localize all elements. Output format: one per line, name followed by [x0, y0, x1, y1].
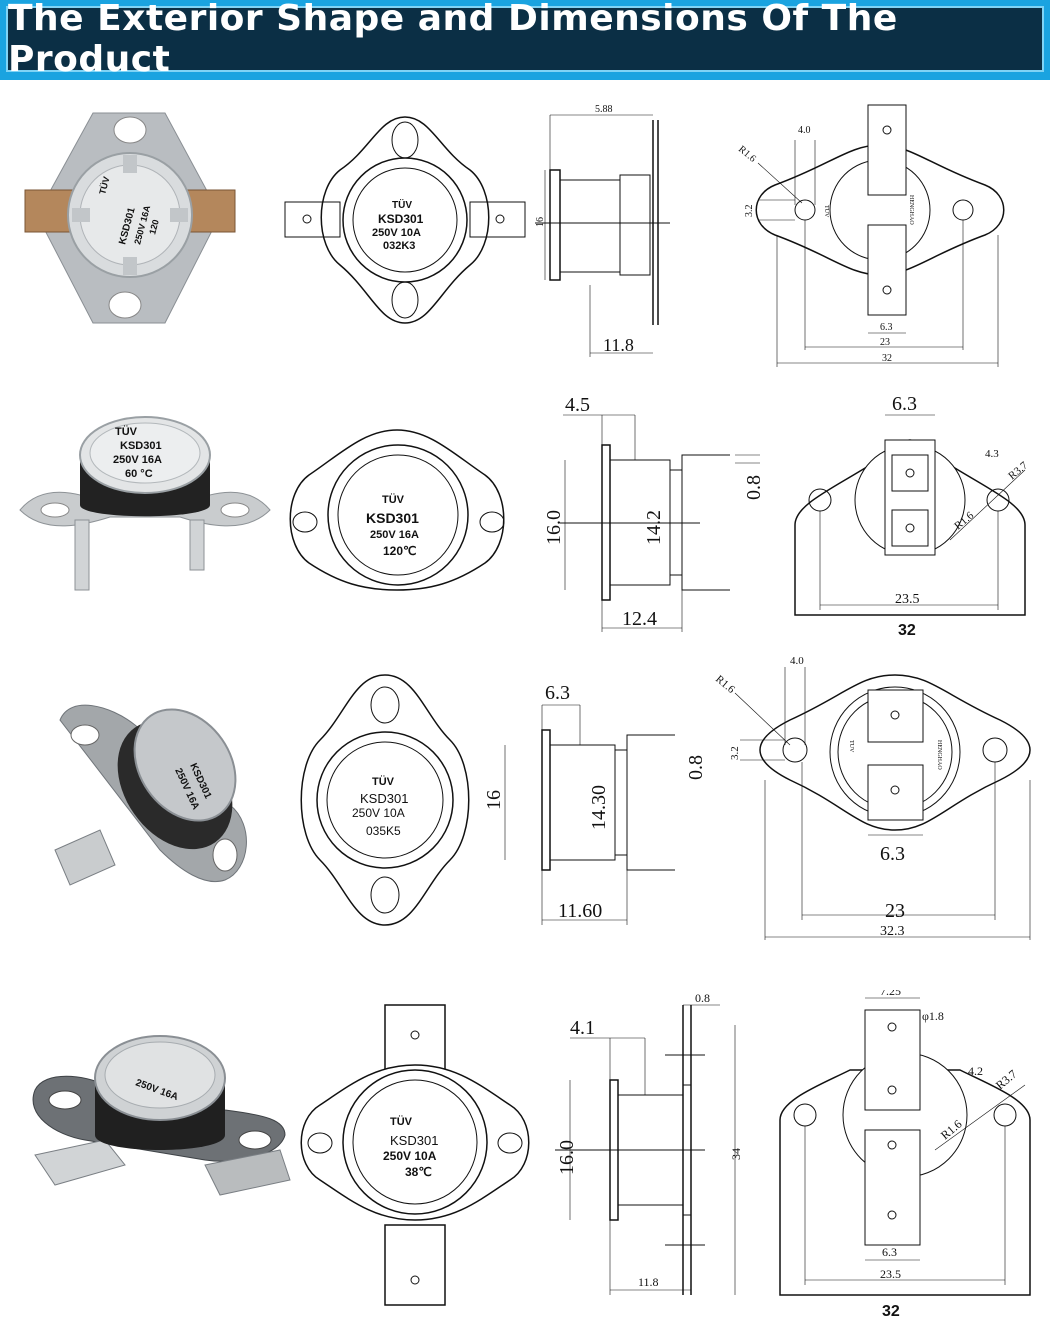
page-title: The Exterior Shape and Dimensions Of The…: [8, 0, 898, 80]
dim-height: 16.0: [556, 1140, 578, 1175]
side-view-1: 5.88 16 11.8: [535, 104, 670, 357]
top-view-4: 7.25 φ1.8 4.2 R3.7 R1.6 6.3 23.5 32: [779, 990, 1031, 1320]
dim-top: 5.88: [595, 104, 613, 115]
dim-holes: 23: [885, 900, 905, 922]
front-model: KSD301: [390, 1133, 438, 1148]
dim-h: 3.2: [744, 205, 755, 218]
photo-mark: 120: [147, 218, 161, 235]
dim-height: 16.0: [543, 510, 565, 545]
photo-mark: KSD301: [120, 440, 162, 452]
front-code: 120℃: [383, 544, 417, 558]
top-mark: HENGHAO: [936, 740, 942, 770]
product-photo-4: 250V 16A: [32, 1035, 291, 1196]
header-banner: The Exterior Shape and Dimensions Of The…: [0, 0, 1050, 80]
dim-bottom: 11.8: [638, 1275, 659, 1289]
dim-r: R1.6: [713, 673, 737, 696]
dim-length: 34: [729, 1148, 743, 1160]
top-view-1: TUV HENGHAO 4.0 R1.6 3.2 6.3 23 32: [736, 104, 1005, 367]
side-view-3: 6.3 16 14.30 0.8 11.60: [483, 682, 707, 925]
dim-inner: 14.2: [643, 510, 665, 545]
dim-r1: R3.7: [1006, 459, 1030, 482]
front-rating: 250V 16A: [370, 529, 419, 541]
header-panel: The Exterior Shape and Dimensions Of The…: [6, 0, 1044, 80]
front-view-2: TÜV KSD301 250V 16A 120℃: [289, 429, 505, 591]
front-view-1: TÜV KSD301 250V 10A 032K3: [284, 116, 526, 324]
front-rating: 250V 10A: [383, 1149, 437, 1163]
photo-mark: 250V 16A: [113, 454, 162, 466]
side-view-4: 0.8 4.1 16.0 34 11.8: [555, 991, 743, 1295]
photo-mark: TÜV: [115, 425, 138, 438]
dim-thick: 0.8: [685, 755, 707, 780]
top-view-2: 6.3 4.3 R3.7 R1.6 23.5 32: [794, 393, 1030, 639]
dim-height: 16: [535, 217, 546, 227]
dim-tab: 6.3: [880, 322, 893, 333]
top-mark: TUV: [823, 205, 829, 218]
dim-h: 3.2: [729, 746, 741, 760]
product-row-4: 250V 16A TÜV KSD301 250V 10A 38℃ 0.8 4.1…: [0, 990, 1050, 1320]
dim-thick: 0.8: [695, 991, 710, 1005]
dim-inner: 14.30: [588, 785, 610, 830]
dim-w: 4.0: [790, 655, 804, 667]
dim-thick: 0.8: [743, 475, 765, 500]
front-brand: TÜV: [382, 493, 405, 506]
dim-overall: 32: [882, 353, 892, 364]
front-view-4: TÜV KSD301 250V 10A 38℃: [300, 1004, 530, 1306]
dim-w: 4.0: [798, 125, 811, 136]
dim-top: 6.3: [545, 682, 570, 704]
front-code: 032K3: [383, 240, 415, 252]
dim-bottom: 11.60: [558, 900, 602, 922]
front-rating: 250V 10A: [352, 806, 405, 820]
front-brand: TÜV: [390, 1115, 413, 1128]
front-model: KSD301: [378, 212, 424, 226]
dim-top: 4.5: [565, 394, 590, 416]
top-mark: HENGHAO: [908, 195, 914, 225]
dim-w: 4.3: [985, 448, 999, 460]
front-code: 035K5: [366, 824, 401, 838]
front-brand: TÜV: [372, 775, 395, 788]
top-view-3: TUV HENGHAO 4.0 R1.6 3.2 6.3 23 32.3: [713, 655, 1031, 940]
dim-top: 4.1: [570, 1017, 595, 1039]
dim-height: 16: [483, 790, 505, 810]
dim-holes: 23: [880, 337, 890, 348]
product-photo-2: TÜV KSD301 250V 16A 60 °C: [19, 416, 271, 591]
dim-w2: 4.2: [968, 1064, 983, 1078]
dim-bottom: 11.8: [603, 335, 634, 355]
product-photo-3: KSD301 250V 16A: [54, 704, 247, 886]
front-model: KSD301: [360, 791, 408, 806]
dim-tab: 6.3: [880, 843, 905, 865]
dim-tab: 6.3: [892, 393, 917, 415]
dim-holes: 23.5: [895, 592, 920, 607]
product-photo-1: TÜV KSD301 250V 16A 120: [24, 112, 236, 324]
photo-mark: 60 °C: [125, 468, 153, 480]
front-view-3: TÜV KSD301 250V 10A 035K5: [300, 674, 470, 926]
dim-hole: φ1.8: [922, 1009, 944, 1023]
dim-w: 7.25: [880, 990, 901, 998]
dim-overall: 32: [898, 622, 916, 639]
product-row-2: TÜV KSD301 250V 16A 60 °C TÜV KSD301 250…: [0, 385, 1050, 650]
photo-mark: TÜV: [97, 176, 111, 196]
product-row-1: TÜV KSD301 250V 16A 120 TÜV KSD301 250V …: [0, 95, 1050, 375]
dim-overall: 32.3: [880, 924, 905, 939]
dim-overall: 32: [882, 1303, 900, 1320]
top-mark: TUV: [848, 740, 854, 753]
front-code: 38℃: [405, 1165, 432, 1179]
side-view-2: 4.5 16.0 14.2 0.8 12.4: [543, 394, 765, 632]
front-brand: TÜV: [392, 198, 412, 211]
product-row-3: KSD301 250V 16A TÜV KSD301 250V 10A 035K…: [0, 655, 1050, 955]
dim-r: R1.6: [736, 144, 758, 165]
dim-holes: 23.5: [880, 1267, 901, 1281]
dim-tab: 6.3: [882, 1245, 897, 1259]
dim-bottom: 12.4: [622, 608, 657, 630]
front-model: KSD301: [366, 510, 419, 526]
front-rating: 250V 10A: [372, 227, 421, 239]
